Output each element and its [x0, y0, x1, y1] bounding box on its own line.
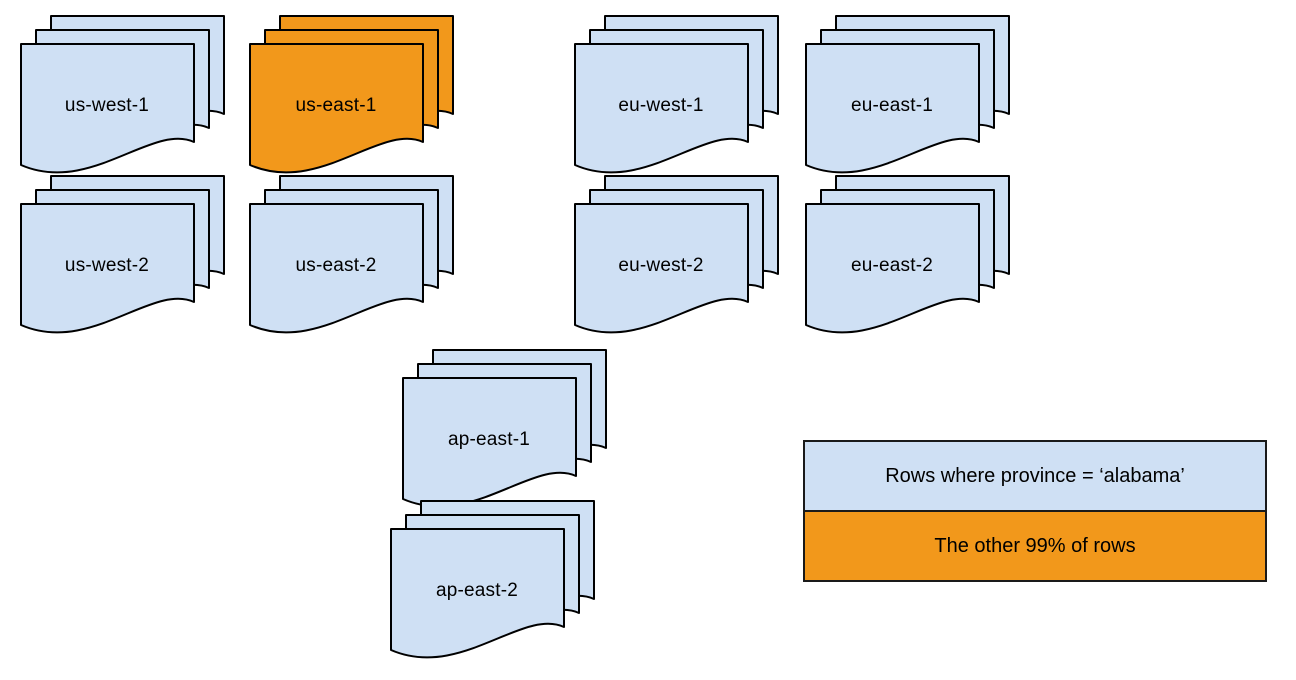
document-stack-icon: [574, 175, 779, 334]
region-stack-us-east-2: us-east-2: [249, 175, 455, 343]
legend: Rows where province = ‘alabama’ The othe…: [803, 440, 1267, 582]
region-stack-eu-east-1: eu-east-1: [805, 15, 1011, 183]
document-stack-icon: [805, 15, 1010, 174]
region-stack-eu-west-2: eu-west-2: [574, 175, 780, 343]
legend-item-label: The other 99% of rows: [934, 534, 1136, 557]
region-stack-us-west-2: us-west-2: [20, 175, 226, 343]
document-stack-icon: [390, 500, 595, 659]
document-stack-icon: [805, 175, 1010, 334]
document-stack-icon: [249, 15, 454, 174]
region-stack-eu-east-2: eu-east-2: [805, 175, 1011, 343]
region-stack-eu-west-1: eu-west-1: [574, 15, 780, 183]
document-stack-icon: [249, 175, 454, 334]
legend-item-label: Rows where province = ‘alabama’: [885, 464, 1185, 487]
region-stack-us-west-1: us-west-1: [20, 15, 226, 183]
document-stack-icon: [402, 349, 607, 508]
document-stack-icon: [20, 175, 225, 334]
region-stack-ap-east-2: ap-east-2: [390, 500, 596, 668]
document-stack-icon: [574, 15, 779, 174]
region-stack-us-east-1: us-east-1: [249, 15, 455, 183]
region-stack-ap-east-1: ap-east-1: [402, 349, 608, 517]
document-stack-icon: [20, 15, 225, 174]
legend-item-other-rows: The other 99% of rows: [805, 512, 1265, 580]
legend-item-alabama-rows: Rows where province = ‘alabama’: [805, 442, 1265, 512]
